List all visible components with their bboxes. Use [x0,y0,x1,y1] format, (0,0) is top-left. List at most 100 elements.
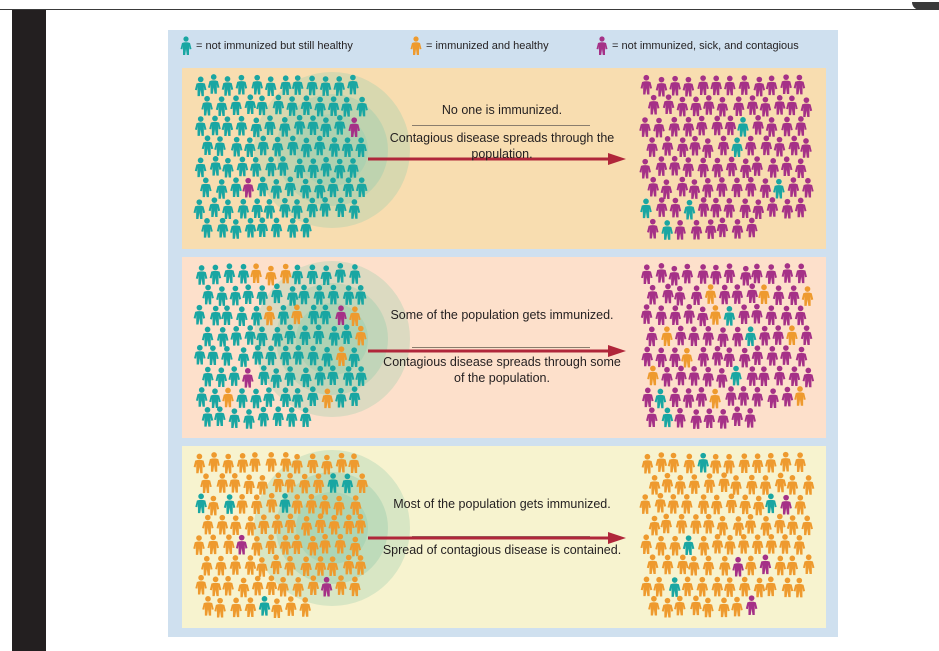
person-healthy-icon [250,388,262,409]
person-healthy-icon [201,407,214,427]
person-immunized-icon [272,472,285,493]
person-sick-icon [655,305,667,325]
person-healthy-icon [279,117,291,137]
person-healthy-icon [279,493,291,513]
person-healthy-icon [236,306,248,327]
person-sick-icon [710,264,722,285]
person-sick-icon [773,136,786,157]
person-immunized-icon [716,515,729,536]
person-immunized-icon [751,453,764,474]
person-healthy-icon [243,409,255,429]
person-immunized-icon [209,576,222,597]
person-healthy-icon [284,176,297,197]
person-healthy-icon [299,407,312,428]
person-sick-icon [772,285,785,305]
person-healthy-icon [300,95,313,116]
person-immunized-icon [801,515,813,536]
person-sick-icon [682,76,695,97]
person-healthy-icon [355,366,367,386]
person-healthy-icon [230,219,242,239]
person-sick-icon [802,177,814,198]
person-immunized-icon [216,514,229,535]
person-sick-icon [682,388,695,408]
person-immunized-icon [737,534,750,554]
person-immunized-icon [732,516,745,536]
person-healthy-icon [683,199,696,220]
person-sick-icon [668,116,681,137]
person-immunized-icon [280,452,292,472]
person-immunized-icon [251,575,264,596]
person-icon [410,36,422,55]
person-sick-icon [662,94,675,114]
person-sick-icon [690,285,703,306]
person-sick-icon [794,158,807,179]
person-healthy-icon [221,346,233,366]
person-immunized-icon [794,494,807,515]
person-healthy-icon [271,326,284,347]
person-immunized-icon [306,453,319,474]
person-sick-icon [641,264,653,285]
person-healthy-icon [194,344,206,365]
person-healthy-icon [292,345,305,365]
panel-caption-bottom: Contagious disease spreads through some … [383,355,621,385]
person-healthy-icon [341,137,354,157]
person-immunized-icon [794,386,806,406]
person-immunized-icon [667,494,680,514]
person-healthy-icon [354,285,367,305]
person-healthy-icon [327,96,340,116]
person-immunized-icon [298,473,311,494]
person-sick-icon [795,263,807,284]
person-immunized-icon [349,495,362,515]
person-healthy-icon [319,197,331,217]
legend-item-healthy: = not immunized but still healthy [180,35,353,57]
person-healthy-icon [340,324,353,345]
person-healthy-icon [279,75,292,96]
person-immunized-icon [270,554,282,575]
person-immunized-icon [739,494,751,515]
person-healthy-icon [250,117,263,138]
person-immunized-icon [774,513,786,534]
person-healthy-icon [244,325,256,345]
person-immunized-icon [251,536,263,556]
person-healthy-icon [347,74,359,95]
person-healthy-icon [215,367,228,388]
person-immunized-icon [731,596,743,617]
person-healthy-icon [285,407,298,427]
person-immunized-icon [333,495,345,516]
person-immunized-icon [793,577,806,598]
person-sick-icon [711,345,724,366]
person-sick-icon [681,263,694,284]
person-healthy-icon [263,387,275,407]
person-healthy-icon [244,217,257,238]
person-sick-icon [655,156,668,176]
person-sick-icon [718,284,731,305]
person-healthy-icon [723,306,736,326]
person-healthy-icon [286,218,299,238]
person-immunized-icon [291,453,303,474]
person-sick-icon [765,264,777,284]
panel-caption-top: Some of the population gets immunized. [390,308,614,322]
person-sick-icon [752,199,765,219]
person-healthy-icon [306,197,319,218]
person-healthy-icon [216,217,229,238]
person-sick-icon [646,326,658,347]
person-immunized-icon [641,453,654,474]
person-immunized-icon [277,576,289,597]
legend-item-sick: = not immunized, sick, and contagious [596,35,799,57]
person-sick-icon [639,117,651,137]
person-healthy-icon [291,199,303,219]
person-immunized-icon [307,535,319,556]
person-sick-icon [746,95,759,115]
person-sick-icon [759,178,772,198]
person-immunized-icon [335,346,348,366]
person-healthy-icon [222,157,234,178]
person-immunized-icon [291,494,303,514]
person-sick-icon [751,386,764,407]
caption-divider [412,125,590,126]
person-immunized-icon [201,555,213,576]
person-sick-icon [661,366,673,387]
person-healthy-icon [223,494,236,514]
person-immunized-icon [291,304,303,325]
person-healthy-icon [291,264,304,285]
person-immunized-icon [355,325,367,346]
